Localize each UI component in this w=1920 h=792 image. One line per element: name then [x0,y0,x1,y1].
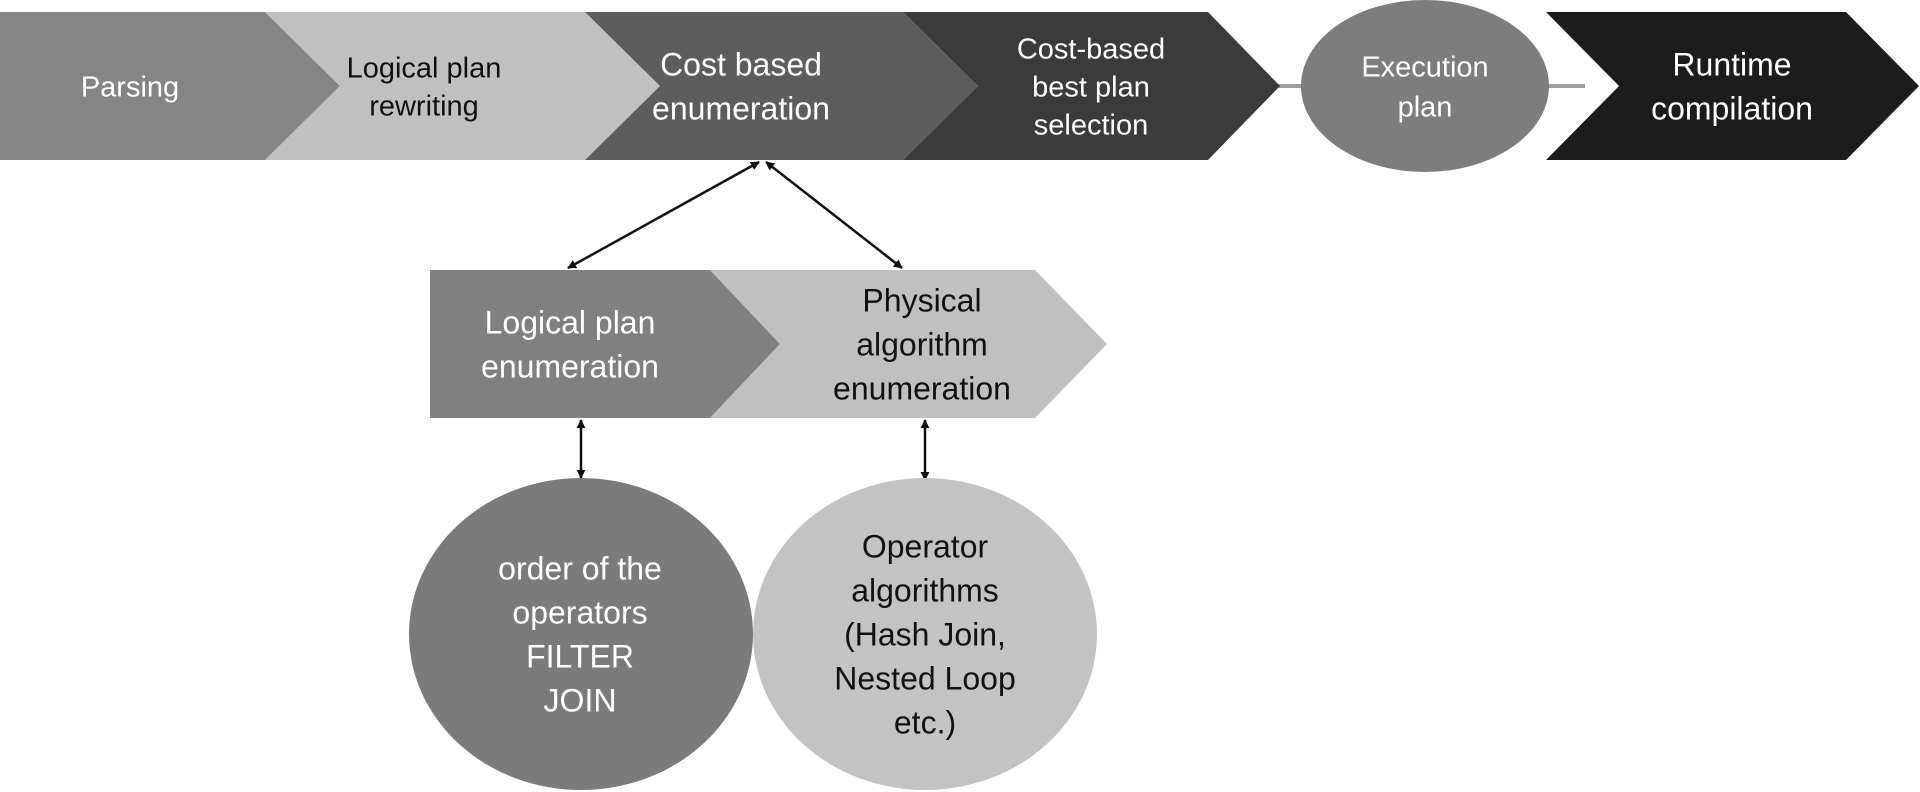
operator-algorithms-shape [753,478,1097,790]
arrow-cost-to-physical-enum [765,161,903,269]
logical-plan-enumeration-label-line: enumeration [481,349,659,385]
stage-best-plan-label: Cost-based best plan selection [1017,33,1165,141]
stage-best-plan-label-line: selection [1034,109,1148,141]
stage-parsing-label: Parsing [81,71,179,103]
stage-parsing-label-line: Parsing [81,71,179,103]
stage-execution-plan-label-line: plan [1398,91,1453,123]
physical-algorithm-enumeration-label-line: algorithm [856,327,988,363]
logical-plan-enumeration-label-line: Logical plan [485,305,656,341]
stage-logical-rewrite-label-line: Logical plan [347,52,502,84]
operator-algorithms-label-line: etc.) [894,705,956,741]
stage-best-plan-label-line: Cost-based [1017,33,1165,65]
physical-algorithm-enumeration-label-line: enumeration [833,371,1011,407]
stage-best-plan-shape [903,12,1280,160]
operator-order-label-line: order of the [498,551,662,587]
operator-order-label-line: JOIN [544,683,617,719]
stage-execution-plan-label: Execution plan [1361,51,1488,123]
operator-order-label-line: operators [512,595,647,631]
operator-algorithms-label-line: algorithms [851,573,999,609]
stage-logical-rewrite-label-line: rewriting [369,90,479,122]
stage-runtime-compilation-label-line: compilation [1651,91,1813,127]
stage-cost-enum-shape [585,12,978,160]
operator-algorithms-label-line: Operator [862,529,989,565]
stage-execution-plan-shape [1301,0,1549,172]
stage-runtime-compilation-label-line: Runtime [1672,47,1791,83]
physical-algorithm-enumeration-shape [710,270,1107,418]
physical-algorithm-enumeration-label: Physical algorithm enumeration [833,283,1011,407]
operator-order-label-line: FILTER [526,639,634,675]
stage-runtime-compilation-shape [1546,12,1919,160]
stage-logical-rewrite-label: Logical plan rewriting [347,52,502,122]
operator-order-shape [409,478,753,790]
operator-algorithms-label: Operator algorithms (Hash Join, Nested Loop… [834,529,1015,741]
physical-algorithm-enumeration-label-line: Physical [862,283,981,319]
stage-execution-plan-label-line: Execution [1361,51,1488,83]
stage-parsing-shape [0,12,340,160]
stage-logical-rewrite-shape [265,12,660,160]
stage-cost-enum-label: Cost based enumeration [652,47,830,127]
stage-runtime-compilation-label: Runtime compilation [1651,47,1813,127]
operator-algorithms-label-line: Nested Loop [834,661,1015,697]
logical-plan-enumeration-label: Logical plan enumeration [481,305,659,385]
stage-cost-enum-label-line: enumeration [652,91,830,127]
stage-best-plan-label-line: best plan [1032,71,1150,103]
arrow-cost-to-logical-enum [567,160,760,270]
stage-cost-enum-label-line: Cost based [660,47,822,83]
operator-algorithms-label-line: (Hash Join, [844,617,1006,653]
logical-plan-enumeration-shape [430,270,780,418]
